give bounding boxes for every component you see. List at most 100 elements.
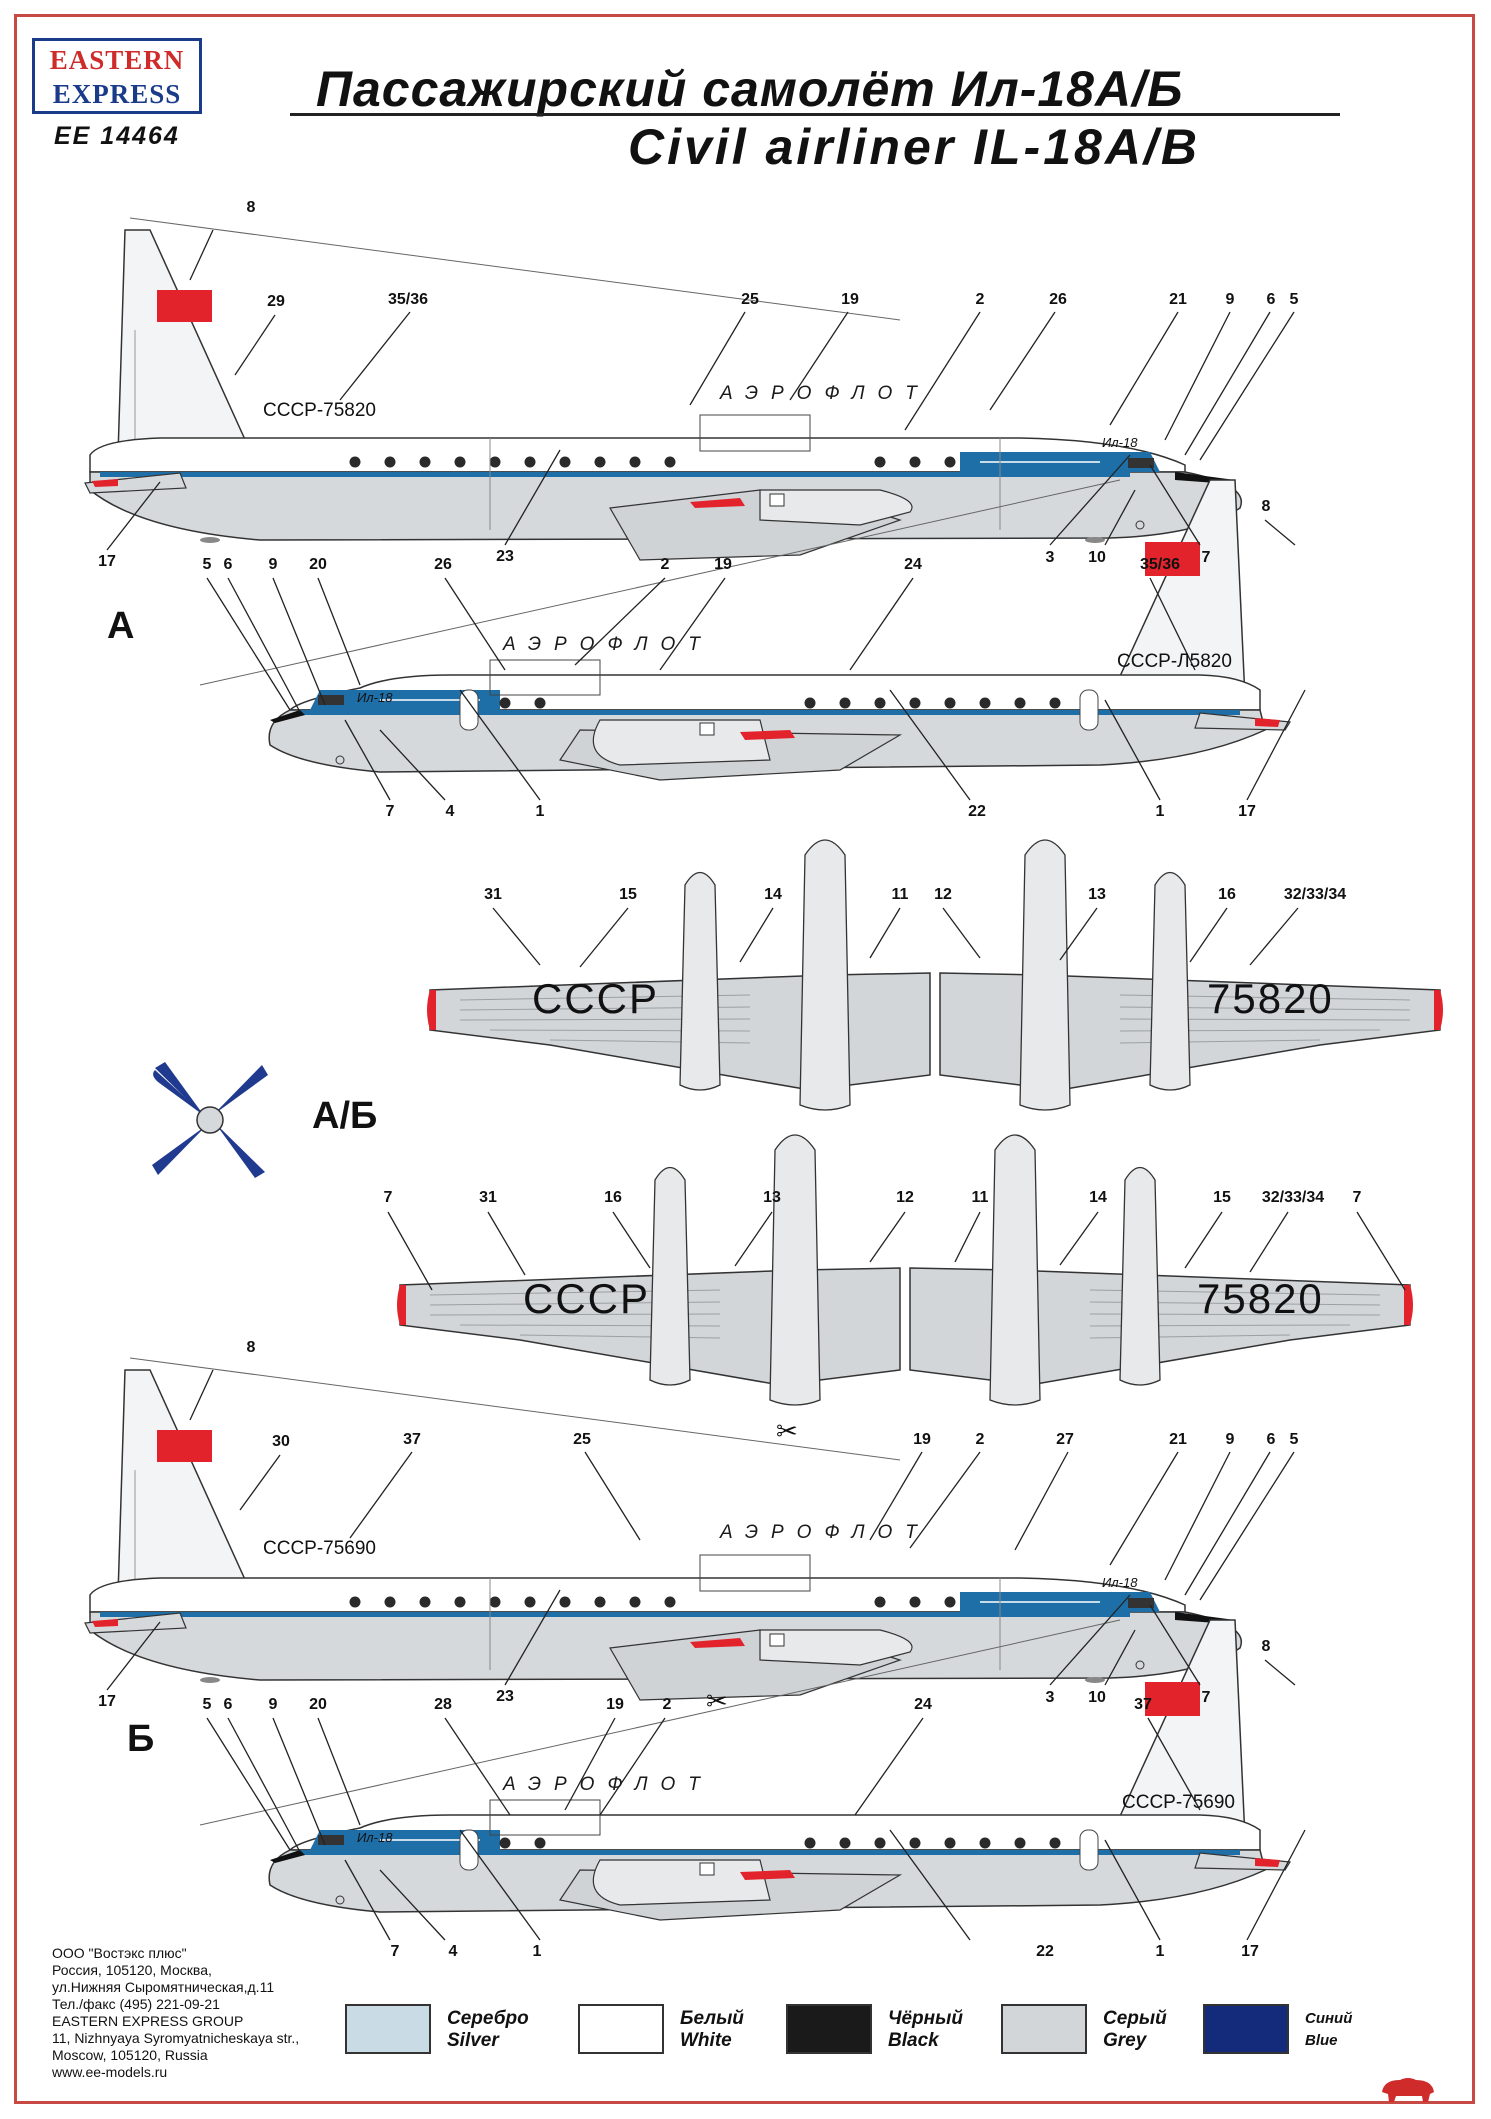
propeller-icon xyxy=(152,1062,268,1178)
wing-upper-left xyxy=(426,839,931,1111)
callout-label: 5 xyxy=(1289,291,1299,308)
callout-label: 22 xyxy=(1036,1943,1054,1960)
callout-label: 11 xyxy=(971,1189,989,1206)
svg-text:✂: ✂ xyxy=(706,1687,728,1717)
wing-lower-right xyxy=(909,1134,1414,1406)
callout-label: 25 xyxy=(573,1431,591,1448)
callout-label: 27 xyxy=(1056,1431,1074,1448)
callout-label: 9 xyxy=(1225,291,1235,308)
brand-line-2: EXPRESS xyxy=(52,79,182,109)
callout-label: 1 xyxy=(1155,1943,1165,1960)
callout-label: 15 xyxy=(619,886,637,903)
callout-label: 6 xyxy=(1266,1431,1276,1448)
callout-label: 28 xyxy=(434,1696,452,1713)
plane-a-right-view xyxy=(84,217,1243,561)
variant-label-a: А xyxy=(107,605,135,647)
airline-text-4: АЭРОФЛОТ xyxy=(503,1774,713,1795)
registration-3: СССР-75690 xyxy=(263,1538,376,1559)
callout-label: 24 xyxy=(914,1696,932,1713)
type-script-2: Ил-18 xyxy=(357,690,393,705)
callout-label: 4 xyxy=(445,803,455,820)
callout-label: 35/36 xyxy=(387,291,429,308)
callout-label: 29 xyxy=(267,293,285,310)
plane-b-right-view xyxy=(84,1357,1243,1701)
wing-upper-right xyxy=(939,839,1444,1111)
registration-1: СССР-75820 xyxy=(263,400,376,421)
callout-label: 5 xyxy=(202,1696,212,1713)
callout-label: 13 xyxy=(763,1189,781,1206)
callout-label: 26 xyxy=(434,556,452,573)
callout-label: 20 xyxy=(309,556,327,573)
callout-label: 10 xyxy=(1088,1689,1106,1706)
airline-text-3: АЭРОФЛОТ xyxy=(720,1522,930,1543)
address-line: Тел./факс (495) 221-09-21 xyxy=(52,1996,220,2012)
title-rule xyxy=(290,113,1340,116)
callout-label: 17 xyxy=(1241,1943,1259,1960)
wing-lower-left xyxy=(396,1134,901,1406)
callout-label: 37 xyxy=(403,1431,421,1448)
callout-label: 22 xyxy=(968,803,986,820)
title-english: Civil airliner IL-18A/B xyxy=(628,119,1200,175)
callout-label: 6 xyxy=(1266,291,1276,308)
callout-label: 19 xyxy=(714,556,732,573)
callout-label: 13 xyxy=(1088,886,1106,903)
callout-label: 17 xyxy=(1238,803,1256,820)
callout-label: 21 xyxy=(1169,1431,1187,1448)
callout-label: 2 xyxy=(660,556,670,573)
callout-label: 5 xyxy=(202,556,212,573)
variant-label-ab: А/Б xyxy=(312,1095,378,1137)
address-line: Moscow, 105120, Russia xyxy=(52,2047,208,2063)
swatch-black xyxy=(786,2004,872,2054)
callout-label: 10 xyxy=(1088,549,1106,566)
airline-text-2: АЭРОФЛОТ xyxy=(503,634,713,655)
type-script-1: Ил-18 xyxy=(1102,435,1138,450)
callout-label: 17 xyxy=(98,553,116,570)
callout-label: 21 xyxy=(1169,291,1187,308)
wing-cccp-upper: СССР xyxy=(532,975,660,1022)
callout-label: 20 xyxy=(309,1696,327,1713)
callout-label: 4 xyxy=(448,1943,458,1960)
swatch-blue xyxy=(1203,2004,1289,2054)
callout-label: 8 xyxy=(246,1339,256,1356)
callout-label: 16 xyxy=(604,1189,622,1206)
callout-label: 31 xyxy=(484,886,502,903)
callout-label: 11 xyxy=(891,886,909,903)
brand-line-1: EASTERN xyxy=(49,45,185,75)
callout-label: 8 xyxy=(1261,1638,1271,1655)
callout-label: 31 xyxy=(479,1189,497,1206)
address-line: 11, Nizhnyaya Syromyatnicheskaya str., xyxy=(52,2030,300,2046)
callout-label: 19 xyxy=(841,291,859,308)
product-code: EE 14464 xyxy=(54,122,180,150)
callout-label: 1 xyxy=(535,803,545,820)
swatch-grey xyxy=(1001,2004,1087,2054)
callout-label: 35/36 xyxy=(1139,556,1181,573)
callout-label: 30 xyxy=(272,1433,290,1450)
callout-label: 24 xyxy=(904,556,922,573)
callout-label: 14 xyxy=(764,886,782,903)
callout-label: 7 xyxy=(390,1943,400,1960)
swatch-silver xyxy=(345,2004,431,2054)
callout-label: 37 xyxy=(1134,1696,1152,1713)
callout-label: 19 xyxy=(913,1431,931,1448)
callout-label: 17 xyxy=(98,1693,116,1710)
title-russian: Пассажирский самолёт Ил-18А/Б xyxy=(316,61,1184,117)
callout-label: 32/33/34 xyxy=(1261,1189,1325,1206)
callout-label: 12 xyxy=(934,886,952,903)
callout-label: 23 xyxy=(496,1688,514,1705)
callout-label: 6 xyxy=(223,1696,233,1713)
callout-label: 23 xyxy=(496,548,514,565)
callout-label: 8 xyxy=(1261,498,1271,515)
callout-label: 26 xyxy=(1049,291,1067,308)
callout-label: 1 xyxy=(532,1943,542,1960)
brand-logo: EASTERN EXPRESS xyxy=(32,38,202,114)
callout-label: 3 xyxy=(1045,549,1055,566)
callout-label: 7 xyxy=(1352,1189,1362,1206)
callout-label: 1 xyxy=(1155,803,1165,820)
callout-label: 2 xyxy=(662,1696,672,1713)
